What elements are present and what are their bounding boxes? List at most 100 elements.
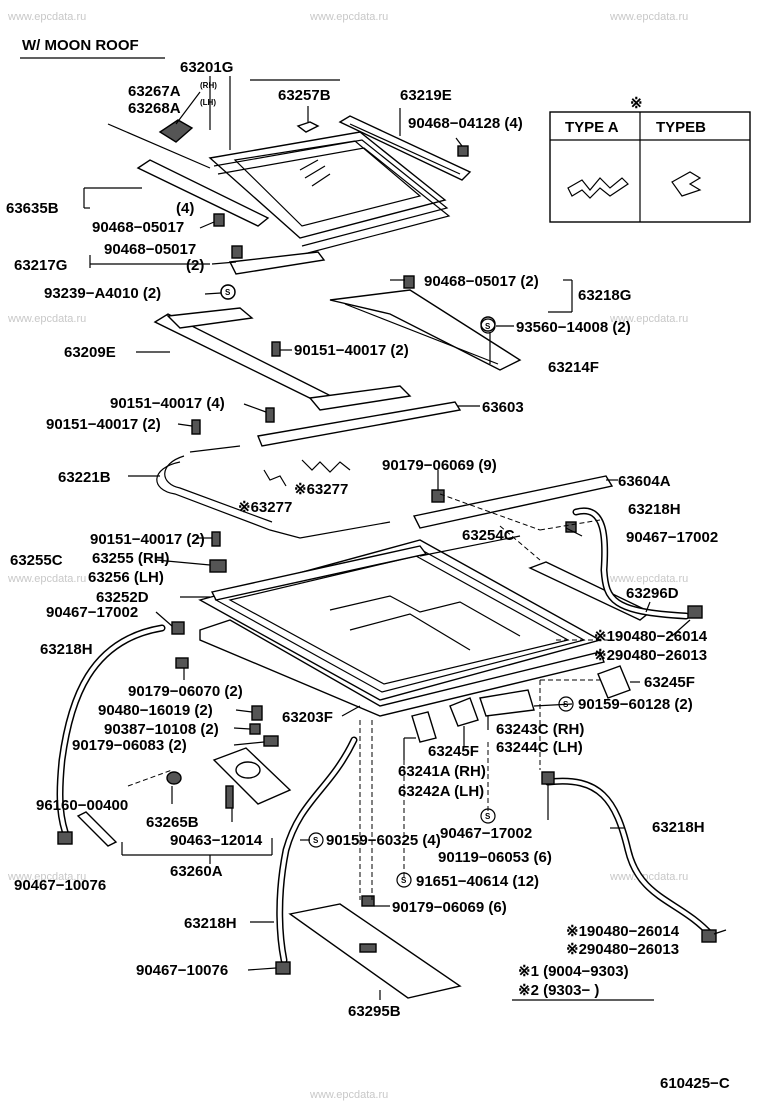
clip-type-a-icon — [567, 177, 629, 199]
label-90467-10076-a: 90467−10076 — [14, 877, 106, 894]
label-90463-12014: 90463−12014 — [170, 832, 263, 849]
dashed-leaders — [127, 493, 610, 900]
label-63265b: 63265B — [146, 814, 199, 831]
label-63255: 63255 (RH) — [92, 550, 170, 567]
watermark: www.epcdata.ru — [7, 313, 86, 325]
label-63604a: 63604A — [618, 473, 671, 490]
screw-90151-d-shape — [211, 531, 221, 547]
bracket-63267a-shape — [158, 119, 194, 143]
label-63203f: 63203F — [282, 709, 333, 726]
rail-63604a-shape — [412, 475, 614, 529]
grommet-90480-a-shape — [687, 605, 703, 619]
label-90467-10076-b: 90467−10076 — [136, 962, 228, 979]
note-1: ※1 (9004−9303) — [518, 963, 629, 980]
label-63295b: 63295B — [348, 1003, 401, 1020]
rail-63635b-shape — [136, 159, 270, 227]
label-63217g: 63217G — [14, 257, 67, 274]
svg-text:S: S — [485, 322, 491, 331]
label-63244c: 63244C (LH) — [496, 739, 583, 756]
clip-63277-b-shape — [301, 459, 351, 473]
label-63201g: 63201G — [180, 59, 233, 76]
label-91651-40614: 91651−40614 (12) — [416, 873, 539, 890]
label-63254c: 63254C — [462, 527, 515, 544]
bracket-63243c-shape — [479, 689, 535, 717]
svg-text:S: S — [225, 288, 231, 297]
page-title: W/ MOON ROOF — [22, 37, 139, 54]
label-63218g: 63218G — [578, 287, 631, 304]
motor-63260a-shape — [166, 747, 292, 809]
label-90387-10108: 90387−10108 (2) — [104, 721, 219, 738]
label-63245f-b: 63245F — [428, 743, 479, 760]
link-63209e-end — [308, 385, 412, 411]
clip-63257b-shape — [296, 121, 320, 133]
label-63267a-suffix: (RH) — [200, 81, 217, 90]
watermark: www.epcdata.ru — [609, 871, 688, 883]
type-table-frame — [549, 111, 751, 223]
cable-63221b-shape — [156, 445, 391, 539]
label-90119-06053: 90119−06053 (6) — [438, 849, 552, 866]
label-90179-06070: 90179−06070 (2) — [128, 683, 243, 700]
label-93239-a4010: 93239−A4010 (2) — [44, 285, 161, 302]
watermark: www.epcdata.ru — [609, 573, 688, 585]
bracket-63217g-shape — [228, 251, 326, 275]
watermark: www.epcdata.ru — [7, 11, 86, 23]
screw-90151-a-shape — [271, 341, 281, 357]
bracket-63245f-a-shape — [597, 665, 631, 699]
screw-90468-05017-c-shape — [403, 275, 415, 289]
cable-63221b-line — [164, 455, 273, 523]
shaft-63603-shape — [257, 401, 462, 447]
part-labels: 63201G 63267A (RH) 63268A (LH) 63257B 63… — [6, 59, 730, 1092]
label-90468-05017-b: 90468−05017 — [104, 241, 196, 258]
label-63219e: 63219E — [400, 87, 452, 104]
label-63277-a: ※63277 — [238, 499, 292, 516]
clamp-90467-17002-a-shape — [565, 521, 577, 533]
grommet-90480-b-shape — [701, 929, 717, 943]
label-96160-00400: 96160−00400 — [36, 797, 128, 814]
label-90179-06083: 90179−06083 (2) — [72, 737, 187, 754]
label-63241a: 63241A (RH) — [398, 763, 486, 780]
watermark: www.epcdata.ru — [609, 11, 688, 23]
svg-text:S: S — [401, 876, 407, 885]
label-63252d: 63252D — [96, 589, 149, 606]
guide-63252d-shape — [210, 545, 428, 601]
watermark: www.epcdata.ru — [309, 11, 388, 23]
label-63268a: 63268A — [128, 100, 181, 117]
rail-63219e-line — [349, 123, 461, 175]
clip-63277-a-shape — [263, 469, 287, 487]
label-90480-16019: 90480−16019 (2) — [98, 702, 213, 719]
label-90179-06069-b: 90179−06069 (6) — [392, 899, 507, 916]
guide-63255-shape — [209, 559, 227, 573]
note-2: ※2 (9303− ) — [518, 982, 599, 999]
bracket-63241a-shape — [411, 711, 437, 743]
label-90468-05017-c: 90468−05017 (2) — [424, 273, 539, 290]
guide-63218g-line — [344, 303, 499, 365]
guide-63218g-shape — [329, 289, 522, 371]
label-63218h-a: 63218H — [628, 501, 681, 518]
label-63635b: 63635B — [6, 200, 59, 217]
bracket-63245f-b-shape — [449, 697, 479, 727]
label-63257b: 63257B — [278, 87, 331, 104]
label-93560-14008: 93560−14008 (2) — [516, 319, 631, 336]
label-63260a: 63260A — [170, 863, 223, 880]
screw-90151-c-shape — [191, 419, 201, 435]
label-63218h-d: 63218H — [184, 915, 237, 932]
watermark: www.epcdata.ru — [309, 1089, 388, 1101]
label-90480-26013-b: ※290480−26013 — [566, 941, 679, 958]
watermark: www.epcdata.ru — [7, 573, 86, 585]
label-63218h-c: 63218H — [652, 819, 705, 836]
sunshade-handle-shape — [359, 943, 377, 953]
watermark: www.epcdata.ru — [7, 871, 86, 883]
label-90159-60325: 90159−60325 (4) — [326, 832, 441, 849]
label-63242a: 63242A (LH) — [398, 783, 484, 800]
label-63255c: 63255C — [10, 552, 63, 569]
screw-90468-04128-shape — [457, 145, 469, 157]
label-63296d: 63296D — [626, 585, 679, 602]
label-63268a-suffix: (LH) — [200, 98, 216, 107]
screw-90151-b-shape — [265, 407, 275, 423]
label-63218h-b: 63218H — [40, 641, 93, 658]
label-90151-40017-d: 90151−40017 (2) — [90, 531, 205, 548]
label-90480-26013-a: ※290480−26013 — [594, 647, 707, 664]
label-63209e: 63209E — [64, 344, 116, 361]
clamp-90467-10076-a-shape — [57, 831, 73, 845]
label-90468-04128: 90468−04128 (4) — [408, 115, 523, 132]
